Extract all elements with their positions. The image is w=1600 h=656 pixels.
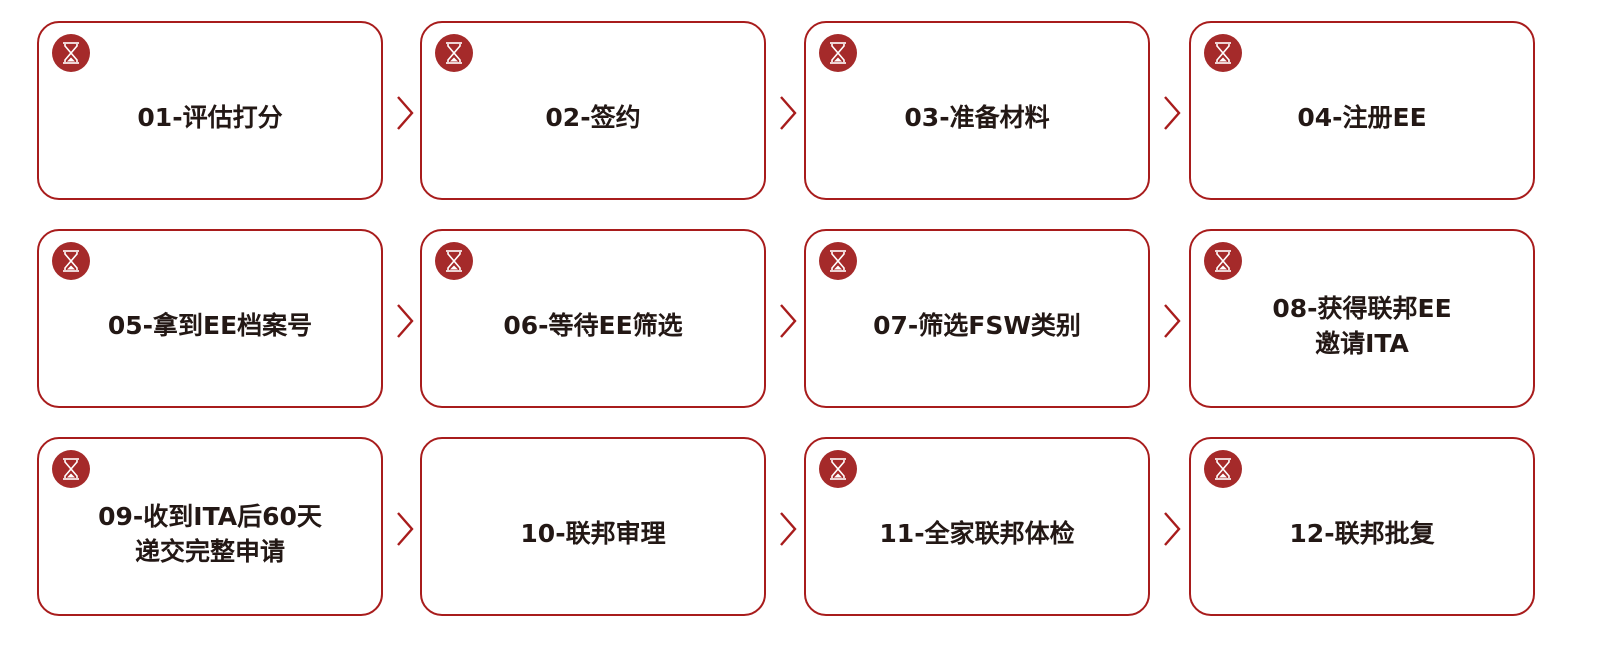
hourglass-icon — [819, 450, 857, 488]
chevron-right-icon — [777, 511, 799, 547]
step-card-05: 05-拿到EE档案号 — [37, 229, 383, 408]
hourglass-icon — [435, 34, 473, 72]
chevron-right-icon — [777, 95, 799, 131]
step-label: 12-联邦批复 — [1289, 519, 1435, 548]
chevron-right-icon — [1161, 511, 1183, 547]
step-label: 02-签约 — [545, 103, 641, 132]
hourglass-icon — [435, 242, 473, 280]
hourglass-icon — [52, 450, 90, 488]
step-card-04: 04-注册EE — [1189, 21, 1535, 200]
step-card-07: 07-筛选FSW类别 — [804, 229, 1150, 408]
step-label: 10-联邦审理 — [520, 519, 666, 548]
step-label: 05-拿到EE档案号 — [107, 311, 313, 340]
hourglass-icon — [52, 242, 90, 280]
hourglass-icon — [1204, 450, 1242, 488]
step-label: 03-准备材料 — [904, 103, 1050, 132]
step-card-11: 11-全家联邦体检 — [804, 437, 1150, 616]
step-card-02: 02-签约 — [420, 21, 766, 200]
chevron-right-icon — [394, 511, 416, 547]
chevron-right-icon — [1161, 303, 1183, 339]
step-label: 04-注册EE — [1297, 103, 1427, 132]
step-label: 08-获得联邦EE 邀请ITA — [1272, 293, 1452, 358]
step-label: 07-筛选FSW类别 — [873, 311, 1081, 340]
hourglass-icon — [1204, 34, 1242, 72]
step-card-08: 08-获得联邦EE 邀请ITA — [1189, 229, 1535, 408]
step-card-03: 03-准备材料 — [804, 21, 1150, 200]
hourglass-icon — [1204, 242, 1242, 280]
hourglass-icon — [52, 34, 90, 72]
chevron-right-icon — [1161, 95, 1183, 131]
step-label: 09-收到ITA后60天 递交完整申请 — [98, 501, 322, 566]
step-label: 11-全家联邦体检 — [879, 519, 1075, 548]
step-card-12: 12-联邦批复 — [1189, 437, 1535, 616]
step-card-01: 01-评估打分 — [37, 21, 383, 200]
hourglass-icon — [819, 34, 857, 72]
step-label: 06-等待EE筛选 — [503, 311, 683, 340]
step-card-10: 10-联邦审理 — [420, 437, 766, 616]
step-card-06: 06-等待EE筛选 — [420, 229, 766, 408]
chevron-right-icon — [394, 95, 416, 131]
chevron-right-icon — [777, 303, 799, 339]
chevron-right-icon — [394, 303, 416, 339]
hourglass-icon — [819, 242, 857, 280]
step-card-09: 09-收到ITA后60天 递交完整申请 — [37, 437, 383, 616]
step-label: 01-评估打分 — [137, 103, 283, 132]
